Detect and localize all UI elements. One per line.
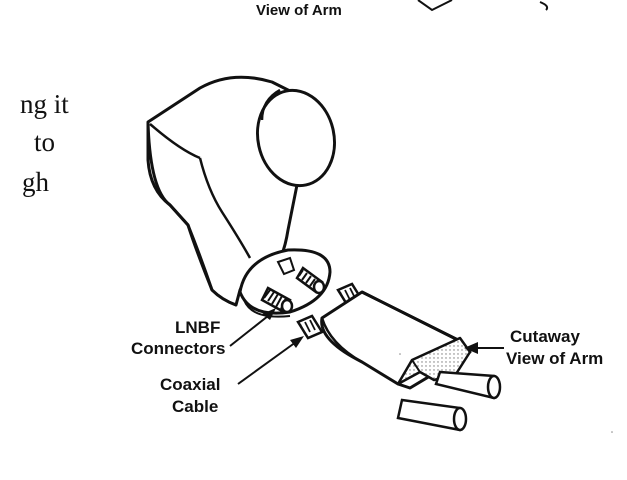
- coax-leader: [237, 336, 304, 385]
- cutaway-arm: [320, 290, 472, 390]
- cutaway-label-line-2: View of Arm: [506, 349, 603, 368]
- lnbf-label-line-1: LNBF: [175, 318, 220, 337]
- side-text-line-2: to: [34, 127, 55, 157]
- lnbf-label-line-2: Connectors: [131, 339, 225, 358]
- cutaway-leader: [464, 342, 504, 354]
- coaxial-cables: [396, 370, 502, 432]
- side-text-line-3: gh: [22, 167, 50, 197]
- scan-speck: [399, 353, 401, 355]
- top-view-of-arm-label: View of Arm: [256, 2, 342, 19]
- lower-connector: [260, 286, 294, 314]
- top-arm-fragment: [417, 0, 453, 12]
- lnbf-arm: [146, 75, 336, 307]
- coax-label-line-1: Coaxial: [160, 375, 220, 394]
- side-text-line-1: ng it: [20, 89, 69, 119]
- lnbf-leader: [229, 308, 276, 347]
- lnbf-connectors: [260, 266, 326, 314]
- top-arm-fragment-2: [539, 1, 549, 11]
- lower-fitting: [296, 314, 324, 340]
- coax-label-line-2: Cable: [172, 397, 218, 416]
- cutaway-label-line-1: Cutaway: [510, 327, 580, 346]
- scan-speck: [611, 431, 613, 433]
- upper-connector: [295, 266, 326, 295]
